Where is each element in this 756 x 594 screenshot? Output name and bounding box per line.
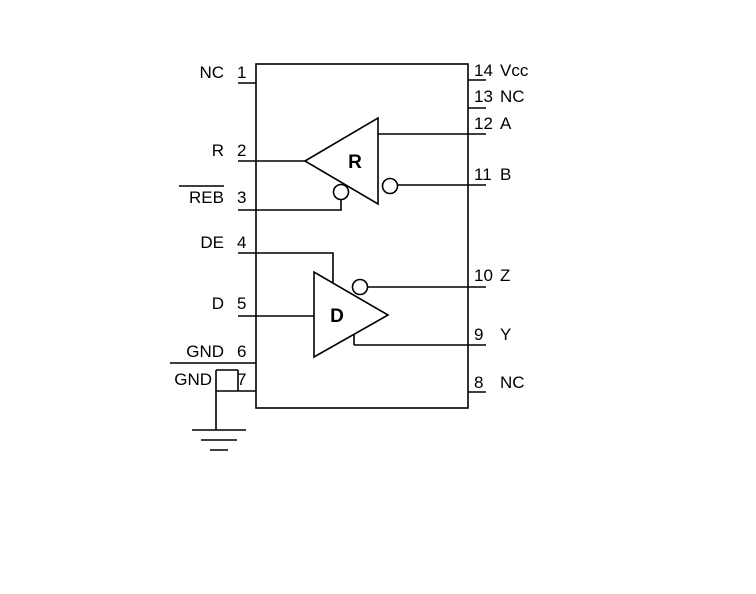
pin-8-name: NC [500,373,525,392]
left-pin-6: GND 6 [170,342,256,364]
pin-11-number: 11 [474,165,492,184]
left-pin-5: D 5 [212,294,256,317]
right-pin-11: 11 B [398,165,511,186]
pin-6-number: 6 [237,342,246,361]
right-pin-14: 14 Vcc [468,61,529,81]
pin-12-number: 12 [474,114,493,133]
pin-7-name: GND [174,370,212,389]
pin-2-name: R [212,141,224,160]
pin-10-name: Z [500,266,510,285]
right-pin-9: 9 Y [354,325,511,346]
right-pin-10: 10 Z [368,266,510,288]
pin-14-name: Vcc [500,61,529,80]
pin-12-name: A [500,114,512,133]
left-pin-1: NC 1 [199,63,256,84]
pin-2-number: 2 [237,141,246,160]
pin-5-name: D [212,294,224,313]
pin-3-number: 3 [237,188,246,207]
ground-symbol [192,369,246,451]
driver-label: D [330,306,344,327]
right-pin-8: 8 NC [468,373,525,393]
pin-4-name: DE [200,233,224,252]
driver-buffer: D [256,252,390,359]
left-pin-4: DE 4 [200,233,256,254]
pin-1-name: NC [199,63,224,82]
right-pin-13: 13 NC [468,87,525,109]
receiver-label: R [348,152,362,173]
pin-1-number: 1 [237,63,246,82]
left-pin-3: REB 3 [179,185,256,211]
pin-3-name: REB [189,188,224,207]
pin-13-number: 13 [474,87,493,106]
left-pin-2: R 2 [212,141,256,162]
pin-6-name: GND [186,342,224,361]
pin-5-number: 5 [237,294,246,313]
ic-package-body [255,63,469,409]
pin-13-name: NC [500,87,525,106]
pin-11-name: B [500,165,511,184]
left-pin-7: GND 7 [174,370,256,392]
right-pin-12: 12 A [378,114,512,135]
receiver-buffer: R [256,116,399,211]
pin-14-number: 14 [474,61,493,80]
pin-10-number: 10 [474,266,493,285]
pin-8-number: 8 [474,373,483,392]
pin-4-number: 4 [237,233,246,252]
pin-7-number: 7 [237,370,246,389]
pin-9-number: 9 [474,325,483,344]
pin-9-name: Y [500,325,511,344]
